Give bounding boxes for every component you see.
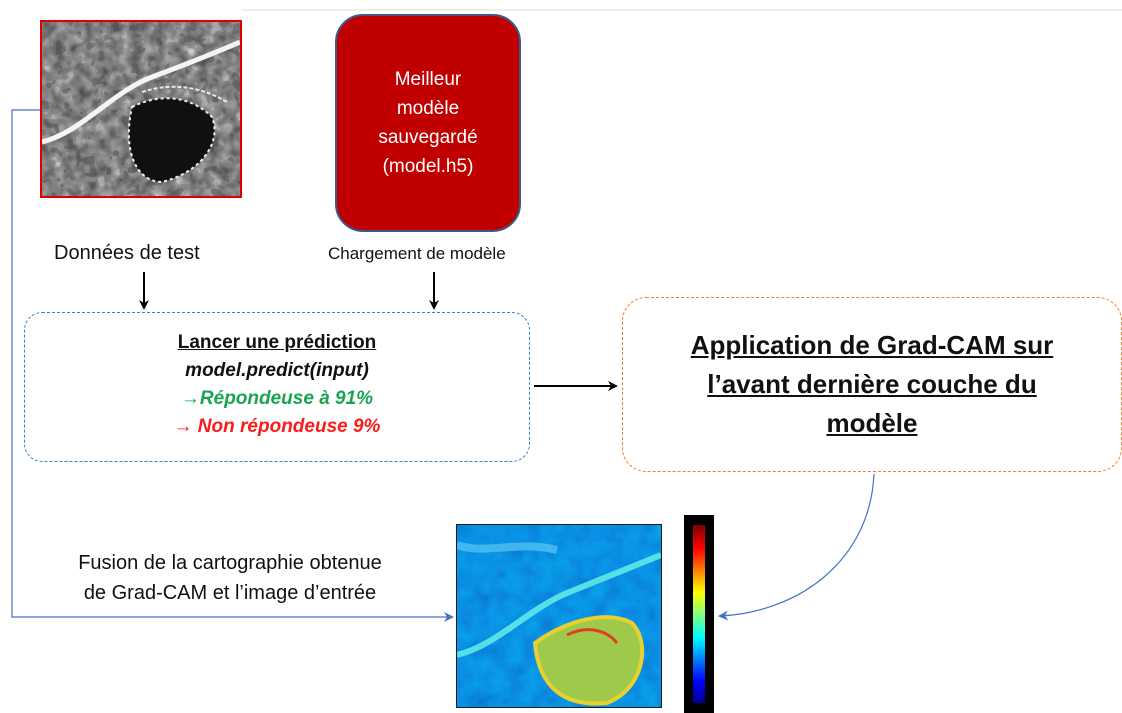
colorbar xyxy=(684,515,714,713)
input-image xyxy=(40,20,242,198)
fusion-line-1: Fusion de la cartographie obtenue xyxy=(78,552,382,574)
gradcam-box: Application de Grad-CAM sur l’avant dern… xyxy=(622,297,1122,472)
model-line-1: Meilleur xyxy=(394,69,462,90)
fusion-line-2: de Grad-CAM et l’image d’entrée xyxy=(83,582,377,604)
gradcam-line-3: modèle xyxy=(826,408,918,438)
model-line-2: modèle xyxy=(396,98,460,119)
prediction-negative: → Non répondeuse 9% xyxy=(173,416,381,437)
model-line-3: sauvegardé xyxy=(378,127,478,148)
saved-model-box: Meilleur modèle sauvegardé (model.h5) xyxy=(335,14,521,232)
model-line-4: (model.h5) xyxy=(382,156,474,177)
gradcam-line-2: l’avant dernière couche du xyxy=(707,369,1037,399)
fusion-text: Fusion de la cartographie obtenue de Gra… xyxy=(20,548,440,608)
prediction-code: model.predict(input) xyxy=(185,360,369,381)
prediction-positive: →Répondeuse à 91% xyxy=(180,388,374,409)
gradcam-to-heatmap-connector xyxy=(718,473,875,621)
test-data-label: Données de test xyxy=(54,242,200,264)
prediction-title: Lancer une prédiction xyxy=(177,332,377,353)
model-loading-label: Chargement de modèle xyxy=(328,244,506,263)
gradcam-heatmap xyxy=(456,524,662,708)
prediction-box: Lancer une prédiction model.predict(inpu… xyxy=(24,312,530,462)
gradcam-line-1: Application de Grad-CAM sur xyxy=(690,330,1054,360)
